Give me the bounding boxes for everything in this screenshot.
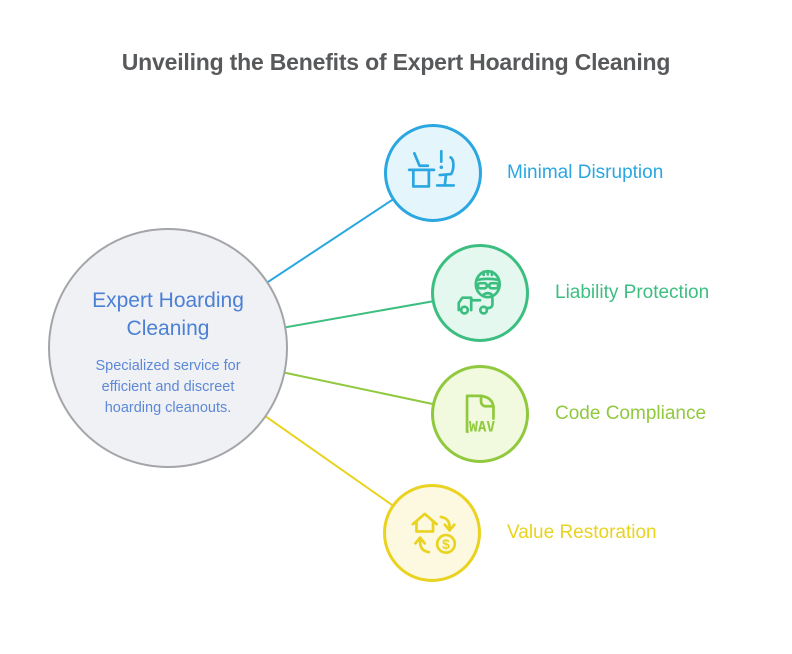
benefit-label-minimal-disruption: Minimal Disruption xyxy=(507,162,664,183)
benefit-node-minimal-disruption xyxy=(384,124,482,222)
house-dollar-cycle-icon: $ xyxy=(411,512,457,555)
wav-file-label: WAV xyxy=(469,420,495,436)
mover-truck-icon xyxy=(457,269,502,315)
desk-chair-alert-icon xyxy=(407,149,456,188)
benefit-node-value-restoration: $ xyxy=(383,484,481,582)
center-node: Expert Hoarding Cleaning Specialized ser… xyxy=(48,228,288,468)
wav-file-icon: WAV xyxy=(465,394,497,436)
benefit-label-value-restoration: Value Restoration xyxy=(507,522,657,543)
benefit-label-liability-protection: Liability Protection xyxy=(555,282,710,303)
benefit-node-liability-protection xyxy=(431,244,529,342)
benefit-label-code-compliance: Code Compliance xyxy=(555,403,707,424)
benefit-node-code-compliance: WAV xyxy=(431,365,529,463)
center-node-description: Specialized service for efficient and di… xyxy=(95,358,241,417)
page-title: Unveiling the Benefits of Expert Hoardin… xyxy=(121,49,671,75)
dollar-sign-label: $ xyxy=(442,536,450,552)
center-node-title: Expert Hoarding Cleaning xyxy=(92,288,244,340)
